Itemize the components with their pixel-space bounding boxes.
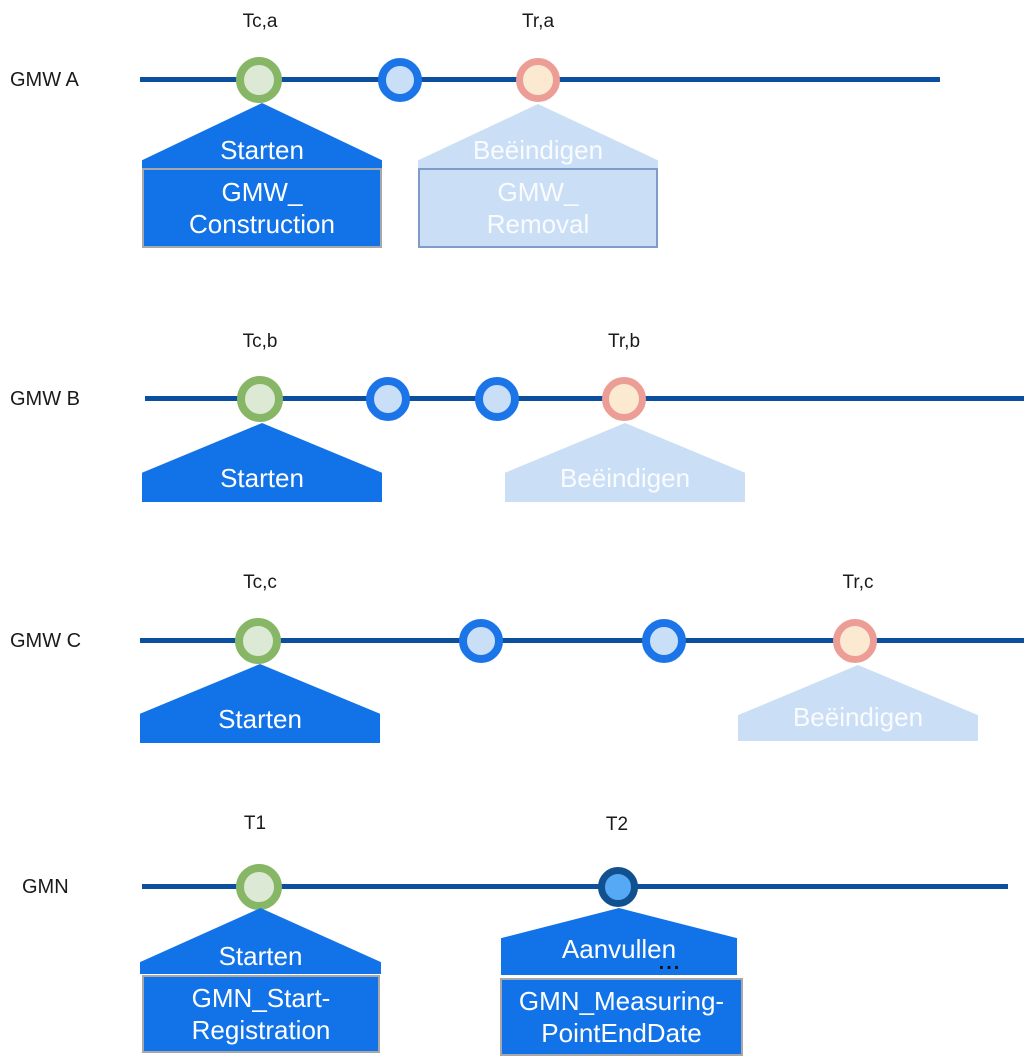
- start-marker: [236, 57, 282, 103]
- flag-box-line: Removal: [486, 209, 590, 239]
- flag-box-gmw-removal: GMW_ Removal: [418, 168, 658, 248]
- timeline-gmw-c: [140, 638, 1024, 643]
- row-label-gmw-b: GMW B: [10, 388, 80, 410]
- row-label-gmn: GMN: [22, 876, 69, 898]
- time-label-tcc: Tc,c: [243, 572, 277, 593]
- flag-box-line: GMW_: [497, 177, 579, 207]
- removal-marker: [833, 619, 877, 663]
- time-label-tcb: Tc,b: [242, 331, 278, 352]
- intermediate-marker: [459, 619, 503, 663]
- intermediate-marker: [366, 377, 410, 421]
- time-label-tra: Tr,a: [521, 11, 555, 32]
- time-label-trc: Tr,c: [842, 572, 874, 593]
- removal-marker: [602, 377, 646, 421]
- flag-banner-starten: Starten: [142, 423, 382, 502]
- intermediate-marker: [642, 619, 686, 663]
- timeline-gmn: [142, 884, 1008, 889]
- flag-box-line: GMW_: [221, 177, 303, 207]
- flag-box-line: GMN_Measuring-: [518, 986, 725, 1016]
- supplement-marker: [598, 867, 638, 907]
- flag-banner-beeindigen: Beëindigen: [418, 104, 658, 168]
- start-marker: [236, 864, 282, 910]
- time-label-t1: T1: [243, 813, 267, 834]
- intermediate-marker: [378, 58, 422, 102]
- flag-box-line: Registration: [191, 1015, 331, 1045]
- timeline-gmw-b: [145, 396, 1024, 401]
- removal-marker: [516, 58, 560, 102]
- time-label-tca: Tc,a: [242, 11, 278, 32]
- flag-banner-starten: Starten: [140, 664, 380, 743]
- flag-box-gmw-construction: GMW_ Construction: [142, 168, 382, 248]
- row-label-gmw-c: GMW C: [10, 630, 82, 652]
- flag-banner-beeindigen: Beëindigen: [505, 423, 745, 502]
- flag-banner-aanvullen: Aanvullen: [501, 908, 737, 975]
- intermediate-marker: [475, 377, 519, 421]
- flag-banner-beeindigen: Beëindigen: [738, 665, 978, 741]
- time-label-trb: Tr,b: [607, 331, 641, 352]
- flag-box-gmn-start-registration: GMN_Start- Registration: [142, 975, 380, 1053]
- flag-box-line: PointEndDate: [541, 1018, 702, 1048]
- time-label-t2: T2: [605, 814, 629, 835]
- flag-banner-starten: Starten: [140, 908, 381, 974]
- start-marker: [237, 376, 283, 422]
- flag-box-gmn-measuringpointenddate: GMN_Measuring- PointEndDate: [500, 978, 743, 1056]
- flag-box-line: Construction: [189, 209, 335, 239]
- row-label-gmw-a: GMW A: [10, 69, 79, 91]
- flag-banner-starten: Starten: [142, 103, 382, 168]
- flag-box-line: GMN_Start-: [191, 983, 331, 1013]
- start-marker: [235, 618, 281, 664]
- ellipsis-dots: ...: [658, 952, 682, 974]
